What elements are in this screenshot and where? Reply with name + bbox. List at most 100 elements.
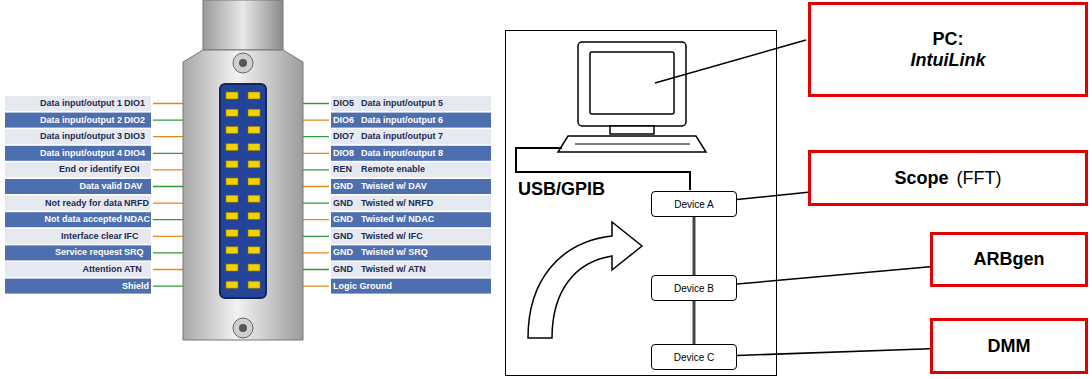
pin-row	[331, 212, 491, 227]
pin-label: Remote enable	[361, 162, 490, 177]
gpib-connector	[183, 0, 303, 340]
pin-contact	[248, 144, 260, 151]
pin-label: SRQ	[124, 245, 151, 260]
pin-label: NRFD	[124, 196, 151, 211]
pin-row	[331, 279, 491, 294]
pin-label: Logic Ground	[333, 279, 489, 294]
pin-row	[331, 245, 491, 260]
pin-label: Twisted w/ ATN	[361, 262, 490, 277]
pin-label: DIO7	[333, 129, 359, 144]
pin-label: Not data accepted	[7, 212, 122, 227]
pin-label: Data input/output 4	[7, 146, 122, 161]
leader-line	[655, 40, 806, 83]
system-frame: USB/GPIBDevice ADevice BDevice C	[505, 30, 777, 376]
pin-label: Data input/output 2	[7, 113, 122, 128]
pin-row	[5, 262, 151, 277]
callout-box: DMM	[930, 318, 1088, 374]
pin-label: Attention	[7, 262, 122, 277]
pin-label: GND	[333, 262, 359, 277]
pin-row	[5, 212, 151, 227]
pin-label: Twisted w/ SRQ	[361, 245, 490, 260]
pin-label: DAV	[124, 179, 151, 194]
node-text: IntuiLink	[911, 50, 986, 71]
pin-contact	[248, 195, 260, 202]
gpib-cable	[693, 217, 696, 275]
pin-contact	[248, 109, 260, 116]
pin-label: IFC	[124, 229, 151, 244]
pin-label: DIO1	[124, 96, 151, 111]
pin-label: REN	[333, 162, 359, 177]
callout-box: ARBgen	[930, 232, 1088, 287]
pin-label: GND	[333, 245, 359, 260]
pin-contact	[226, 92, 238, 99]
pin-label: Data input/output 8	[361, 146, 490, 161]
pin-label: NDAC	[124, 212, 151, 227]
node-text: PC:	[933, 29, 964, 50]
pin-row	[331, 229, 491, 244]
pin-label: ATN	[124, 262, 151, 277]
pin-contact	[226, 195, 238, 202]
leader-line	[737, 267, 930, 284]
pin-contact	[226, 212, 238, 219]
pin-contact	[226, 126, 238, 133]
pin-row	[5, 279, 151, 294]
pin-label: GND	[333, 229, 359, 244]
pin-row	[331, 262, 491, 277]
pin-label: DIO6	[333, 113, 359, 128]
pin-row	[331, 96, 491, 111]
pc-computer	[558, 42, 706, 152]
pin-contact	[226, 247, 238, 254]
pin-label: EOI	[124, 162, 151, 177]
pin-row	[5, 113, 151, 128]
pin-contact	[248, 92, 260, 99]
pin-label: DIO4	[124, 146, 151, 161]
pin-contact	[226, 178, 238, 185]
pin-contact	[226, 144, 238, 151]
pin-label: Service request	[7, 245, 122, 260]
pin-label: Twisted w/ DAV	[361, 179, 490, 194]
pin-row	[331, 113, 491, 128]
pin-row	[5, 229, 151, 244]
pin-row	[5, 179, 151, 194]
pin-row	[331, 196, 491, 211]
leader-line	[737, 192, 808, 199]
pin-contact	[226, 230, 238, 237]
pin-contact	[248, 247, 260, 254]
pin-label: Data input/output 5	[361, 96, 490, 111]
pin-contact	[248, 161, 260, 168]
pin-contact	[226, 161, 238, 168]
node-text: Scope	[894, 168, 948, 189]
pin-label: DIO8	[333, 146, 359, 161]
pin-label: Not ready for data	[7, 196, 122, 211]
pin-contact	[248, 264, 260, 271]
curved-arrow	[528, 222, 642, 338]
pin-label: Data input/output 6	[361, 113, 490, 128]
pin-row	[5, 96, 151, 111]
pin-row	[331, 162, 491, 177]
device-box: Device A	[651, 191, 737, 217]
pin-label: GND	[333, 212, 359, 227]
node-text: DMM	[988, 336, 1031, 357]
pin-label: DIO3	[124, 129, 151, 144]
gpib-cable	[693, 301, 696, 344]
pin-contact	[226, 109, 238, 116]
pin-row	[5, 129, 151, 144]
node-text: Device A	[674, 199, 713, 210]
pin-label: DIO2	[124, 113, 151, 128]
callout-box: Scope (FFT)	[808, 150, 1088, 206]
pin-contact	[226, 264, 238, 271]
pin-label: Data input/output 7	[361, 129, 490, 144]
pin-label: Twisted w/ IFC	[361, 229, 490, 244]
pin-label: Interface clear	[7, 229, 122, 244]
node-text: (FFT)	[957, 168, 1002, 189]
callout-box: PC:IntuiLink	[808, 2, 1088, 97]
pin-label: End or identify	[7, 162, 122, 177]
pin-contact	[248, 230, 260, 237]
device-box: Device B	[651, 275, 737, 301]
node-text: Device B	[674, 283, 714, 294]
connector-pins	[226, 92, 260, 288]
pin-row	[5, 162, 151, 177]
pin-row	[331, 129, 491, 144]
pin-contact	[226, 281, 238, 288]
node-text: ARBgen	[974, 249, 1045, 270]
